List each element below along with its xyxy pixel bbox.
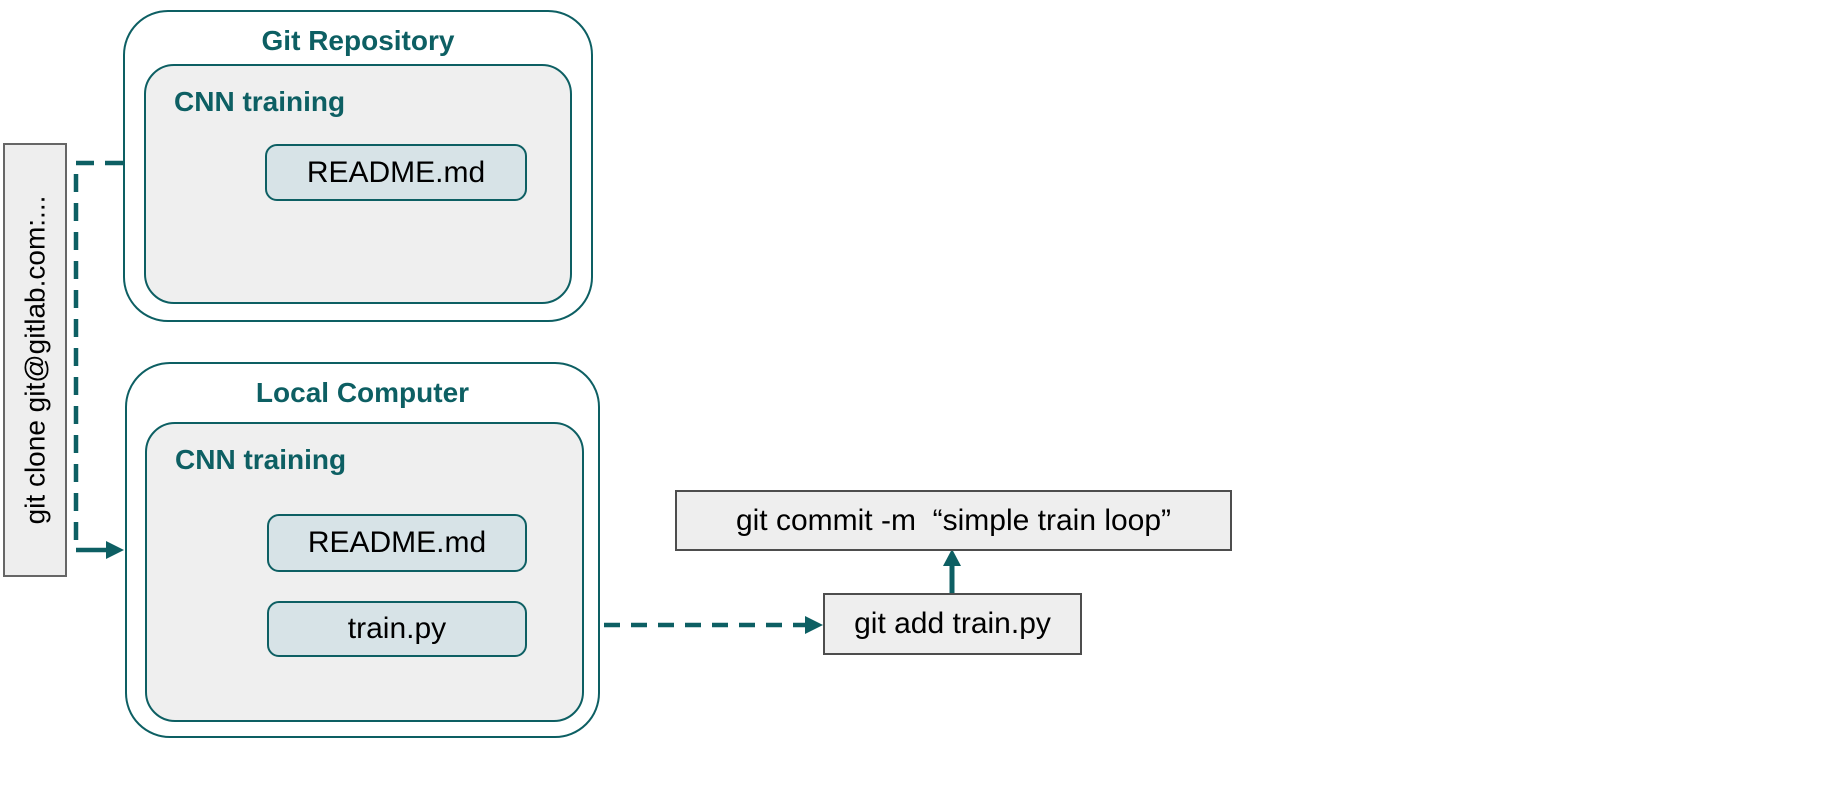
local-readme-label: README.md [307, 526, 487, 559]
clone-arrowhead-icon [106, 541, 124, 559]
local-folder-title: CNN training [175, 444, 347, 475]
git-repository-title: Git Repository [261, 25, 455, 56]
repo-cnn-training-folder: CNN training README.md [144, 64, 572, 304]
local-readme-file: README.md [267, 514, 527, 572]
local-cnn-training-folder: CNN training README.md train.py [145, 422, 584, 722]
git-clone-label-text: git clone git@gitlab.com:... [19, 195, 51, 525]
local-computer-box: Local Computer CNN training README.md tr… [125, 362, 600, 738]
git-add-command-text: git add train.py [854, 607, 1051, 640]
clone-connector [73, 160, 124, 559]
git-commit-command-text: git commit -m “simple train loop” [735, 503, 1172, 537]
local-train-file: train.py [267, 601, 527, 657]
local-computer-title: Local Computer [255, 377, 470, 408]
git-commit-command-box: git commit -m “simple train loop” [675, 490, 1232, 551]
add-arrowhead-icon [805, 616, 823, 634]
repo-folder-title: CNN training [174, 86, 346, 117]
git-repository-box: Git Repository CNN training README.md [123, 10, 593, 322]
repo-readme-label: README.md [306, 155, 486, 189]
commit-arrowhead-icon [943, 549, 961, 566]
git-add-command-box: git add train.py [823, 593, 1082, 655]
repo-readme-file: README.md [265, 144, 527, 201]
git-clone-label: git clone git@gitlab.com:... [3, 143, 67, 577]
add-to-commit-connector [943, 549, 961, 593]
local-train-label: train.py [347, 612, 447, 645]
